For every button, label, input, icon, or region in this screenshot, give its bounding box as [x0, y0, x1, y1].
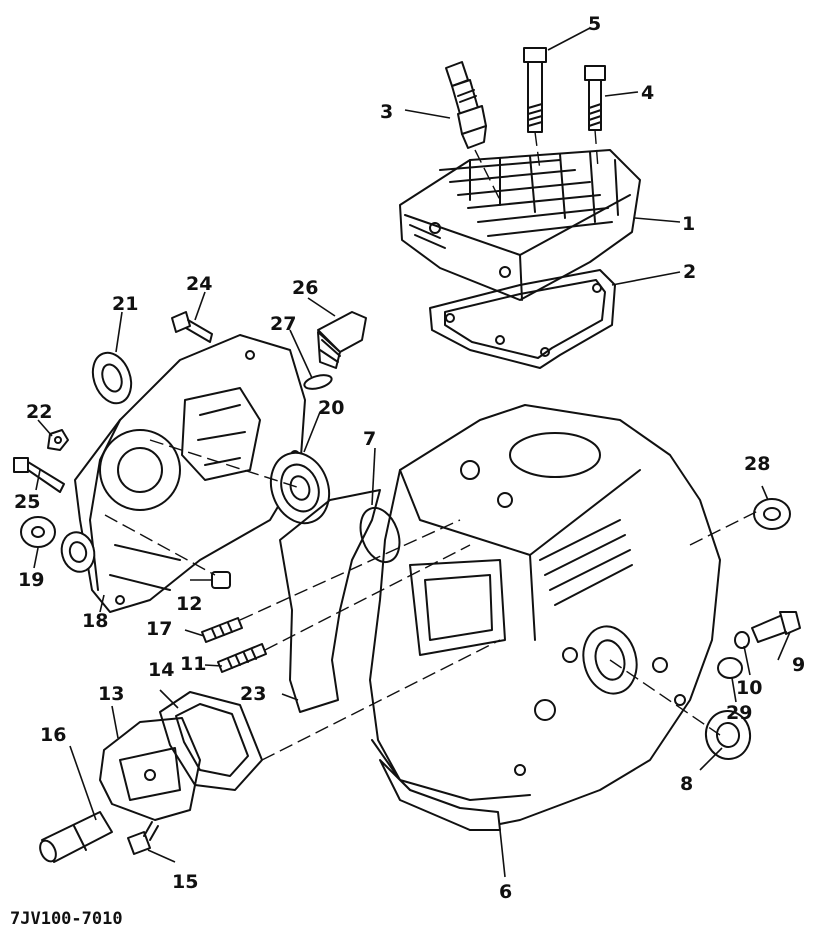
callout-16: 16 [40, 724, 66, 746]
callout-5: 5 [588, 13, 601, 35]
head-gasket [429, 269, 616, 369]
callout-12: 12 [176, 593, 202, 615]
callout-24: 24 [186, 273, 212, 295]
callout-19: 19 [18, 569, 44, 591]
crankcase-gasket [279, 489, 401, 713]
spark-plug [445, 61, 487, 149]
drawing-code: 7JV100-7010 [10, 909, 123, 929]
callout-11: 11 [180, 653, 206, 675]
breather-bolt [127, 821, 159, 855]
breather-gasket [159, 691, 263, 791]
washer [734, 631, 750, 649]
rubber-cap [753, 498, 791, 530]
callout-labels: 1 2 3 4 5 6 7 8 9 10 11 12 13 14 15 16 1… [10, 13, 805, 929]
oil-seal-upper [91, 351, 133, 405]
assembly-lines [104, 129, 761, 761]
callout-10: 10 [736, 677, 762, 699]
breather-cover [99, 717, 201, 821]
callout-13: 13 [98, 683, 124, 705]
callout-27: 27 [270, 313, 296, 335]
callout-29: 29 [726, 702, 752, 724]
callout-22: 22 [26, 401, 52, 423]
ball-bearing [269, 451, 331, 525]
callout-23: 23 [240, 683, 266, 705]
oil-filler-plug [317, 311, 367, 369]
callout-25: 25 [14, 491, 40, 513]
callout-6: 6 [499, 881, 512, 903]
callout-1: 1 [682, 213, 695, 235]
stud-bolt-short [201, 617, 243, 643]
callout-3: 3 [380, 101, 393, 123]
cover-nut [47, 429, 69, 451]
callout-15: 15 [172, 871, 198, 893]
callout-8: 8 [680, 773, 693, 795]
callout-21: 21 [112, 293, 138, 315]
leader-lines [33, 27, 791, 878]
cylinder-head [399, 149, 641, 301]
drain-bolt [751, 611, 801, 643]
crankcase [369, 404, 721, 831]
callout-20: 20 [318, 397, 344, 419]
callout-4: 4 [641, 82, 654, 104]
oil-seal-cap [20, 516, 56, 548]
oil-seal-lower [60, 531, 96, 573]
callout-18: 18 [82, 610, 108, 632]
head-bolt-short [584, 65, 606, 131]
callout-17: 17 [146, 618, 172, 640]
stud-bolt-long [217, 643, 267, 673]
breather-tube [39, 811, 113, 863]
callout-28: 28 [744, 453, 770, 475]
callout-2: 2 [683, 261, 696, 283]
cover-bolt-upper [171, 311, 213, 343]
callout-26: 26 [292, 277, 318, 299]
head-bolt-long [523, 47, 547, 133]
callout-14: 14 [148, 659, 174, 681]
cover-bolt-lower [13, 457, 65, 493]
plug-gasket [303, 374, 333, 390]
callout-7: 7 [363, 428, 376, 450]
callout-9: 9 [792, 654, 805, 676]
oil-seal-right [704, 710, 752, 760]
plug-cap [717, 657, 743, 679]
